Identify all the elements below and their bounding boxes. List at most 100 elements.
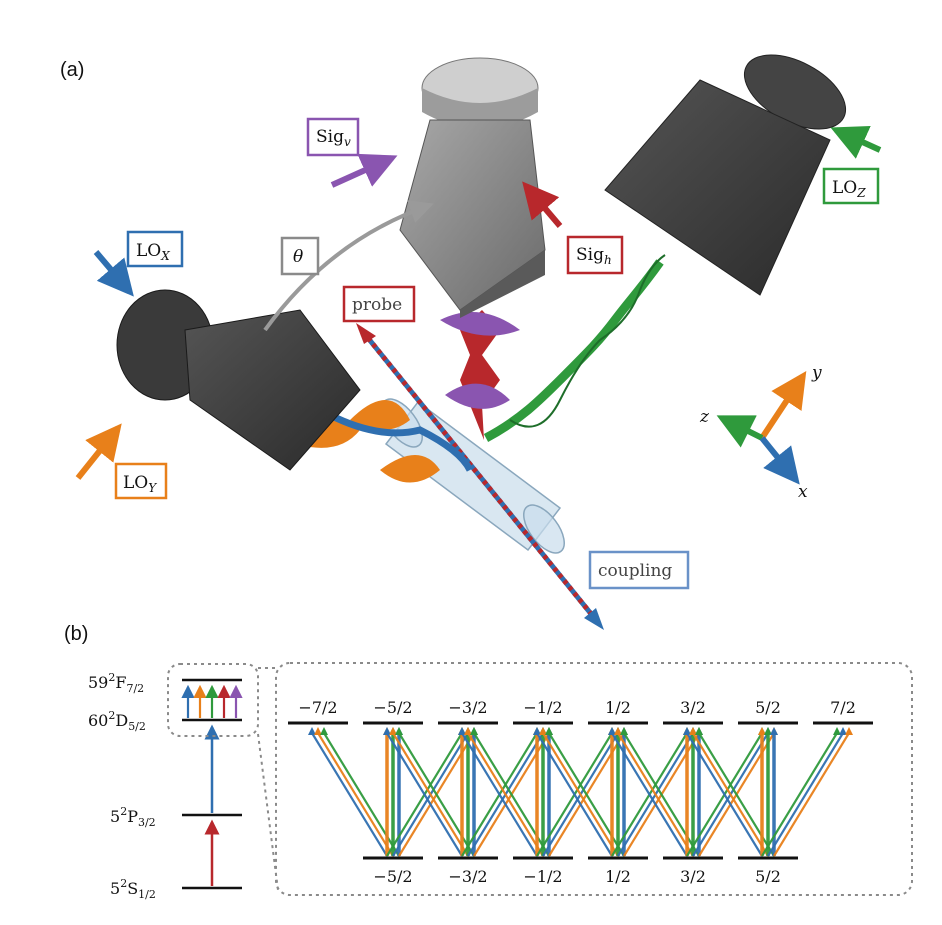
lox-base: LO	[136, 241, 161, 261]
transition-arrowhead	[770, 727, 778, 735]
tag-lox: LOX	[126, 230, 184, 268]
loz-base: LO	[832, 178, 857, 198]
transition-arrowhead	[539, 727, 547, 735]
coupling-arrowhead	[584, 608, 604, 630]
rf-transition-arrows	[181, 684, 243, 718]
lower-mj-label: −5/2	[373, 867, 412, 886]
transition-arrow	[467, 732, 544, 857]
svg-text:LOX: LOX	[136, 241, 170, 263]
probe-label: probe	[352, 295, 402, 315]
transition-arrowhead	[545, 727, 553, 735]
upper-mj-label: −3/2	[448, 698, 487, 717]
transition-arrow	[311, 732, 388, 857]
panel-a-illustration: y z x LOX LOY LOZ Sigv Sigh θ	[75, 54, 882, 630]
level-s12-label: 52S1/2	[110, 877, 156, 901]
transition-arrowhead	[764, 727, 772, 735]
axis-y-label: y	[811, 363, 822, 383]
transition-arrowhead	[383, 727, 391, 735]
svg-text:LOZ: LOZ	[832, 178, 866, 200]
loz-arrow	[830, 126, 882, 159]
tag-loz: LOZ	[822, 167, 880, 205]
tag-loy: LOY	[114, 462, 168, 500]
loy-base: LO	[123, 473, 148, 493]
loy-sub: Y	[148, 481, 157, 495]
lox-arrow	[93, 250, 134, 297]
tag-sigv: Sigv	[306, 117, 360, 157]
transition-arrowhead	[845, 727, 853, 735]
level-p32-label: 52P3/2	[110, 805, 156, 829]
loz-sub: Z	[856, 186, 866, 200]
upper-mj-label: −5/2	[373, 698, 412, 717]
upper-mj-label: 1/2	[605, 698, 631, 717]
upper-mj-label: 3/2	[680, 698, 706, 717]
theta-label: θ	[293, 247, 303, 267]
sigh-arrow	[522, 181, 563, 228]
transition-arrow	[617, 732, 694, 857]
sigv-base: Sig	[316, 127, 344, 147]
svg-text:LOY: LOY	[123, 473, 157, 495]
probe-coupling-beam	[356, 323, 604, 630]
transition-arrow	[392, 732, 469, 857]
transition-arrow	[611, 732, 688, 857]
tag-coupling: coupling	[588, 550, 690, 590]
transition-arrow	[773, 732, 850, 857]
sigh-sub: h	[604, 253, 612, 267]
transition-arrowhead	[308, 727, 316, 735]
transition-arrowhead	[458, 727, 466, 735]
transition-arrow	[692, 732, 769, 857]
transition-arrow	[536, 732, 613, 857]
transition-arrow	[542, 732, 619, 857]
green-wave	[483, 259, 664, 442]
upper-mj-label: −1/2	[523, 698, 562, 717]
axes-triad: y z x	[699, 363, 822, 502]
tag-theta: θ	[280, 236, 320, 276]
panel-b-level-scheme: 592F7/2 602D5/2 52P3/2 52S1/2 −7/2−5/2−3…	[88, 662, 913, 901]
transition-arrow	[767, 732, 844, 857]
transition-arrowhead	[320, 727, 328, 735]
transition-arrow	[761, 732, 838, 857]
transition-arrowhead	[758, 727, 766, 735]
lower-mj-label: 3/2	[680, 867, 706, 886]
transition-arrowhead	[533, 727, 541, 735]
coupling-label: coupling	[598, 561, 672, 581]
transition-arrow	[386, 732, 463, 857]
horn-left	[116, 289, 361, 471]
transition-arrowhead	[614, 727, 622, 735]
panel-b-label: (b)	[64, 623, 88, 645]
transition-arrowhead	[839, 727, 847, 735]
sigh-base: Sig	[576, 245, 604, 265]
zoom-connector-bottom	[257, 733, 279, 891]
upper-mj-label: 7/2	[830, 698, 856, 717]
axis-x-label: x	[798, 482, 808, 502]
upper-mj-label: −7/2	[298, 698, 337, 717]
upper-mj-label: 5/2	[755, 698, 781, 717]
transition-arrowhead	[470, 727, 478, 735]
theta-arc	[263, 200, 434, 332]
transition-arrowhead	[683, 727, 691, 735]
transition-arrowhead	[620, 727, 628, 735]
level-d52-label: 602D5/2	[88, 709, 146, 733]
svg-text:Sigh: Sigh	[576, 245, 612, 267]
transition-arrowhead	[608, 727, 616, 735]
axis-z-label: z	[699, 407, 710, 427]
transition-arrowhead	[389, 727, 397, 735]
tag-probe: probe	[342, 285, 416, 323]
tag-sigh: Sigh	[566, 235, 624, 275]
transition-arrowhead	[695, 727, 703, 735]
transition-arrow	[317, 732, 394, 857]
transition-arrowhead	[464, 727, 472, 735]
lower-mj-label: −3/2	[448, 867, 487, 886]
horn-right	[604, 54, 847, 296]
lower-mj-label: 1/2	[605, 867, 631, 886]
loy-arrow	[75, 423, 122, 480]
transition-arrowhead	[833, 727, 841, 735]
probe-arrowhead	[356, 323, 376, 344]
transition-arrow	[686, 732, 763, 857]
panel-a-label: (a)	[60, 59, 84, 81]
horn-top	[399, 57, 546, 318]
transition-arrowhead	[395, 727, 403, 735]
lo-waves	[300, 400, 474, 483]
sigv-arrow	[330, 153, 398, 188]
